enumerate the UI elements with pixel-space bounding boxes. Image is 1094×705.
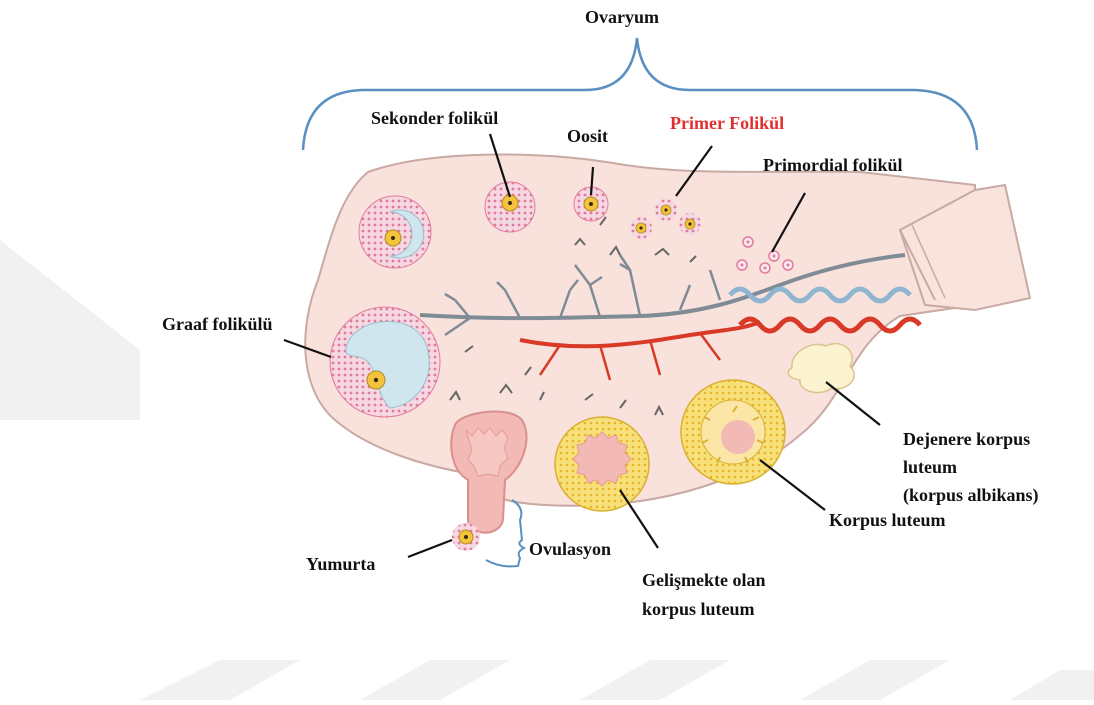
secondary-follicle: [485, 182, 535, 232]
label-ovulasyon: Ovulasyon: [529, 538, 611, 561]
graaf-follicle: [330, 307, 440, 417]
label-gelismekte-line1: Gelişmekte olan: [642, 569, 766, 592]
label-primer-folikul: Primer Folikül: [670, 112, 784, 135]
label-dejenere-line2: luteum: [903, 456, 957, 479]
label-ovaryum: Ovaryum: [585, 6, 659, 29]
label-primordial-folikul: Primordial folikül: [763, 154, 903, 177]
early-graaf-follicle: [359, 196, 431, 268]
label-korpus-luteum: Korpus luteum: [829, 509, 946, 532]
label-gelismekte-line2: korpus luteum: [642, 598, 755, 621]
label-dejenere-line1: Dejenere korpus: [903, 428, 1030, 451]
ovaryum-bracket: [303, 38, 977, 150]
label-yumurta: Yumurta: [306, 553, 375, 576]
developing-corpus-luteum: [555, 417, 649, 511]
label-graaf-folikulu: Graaf folikülü: [162, 313, 273, 336]
label-sekonder-folikul: Sekonder folikül: [371, 107, 498, 130]
label-dejenere-line3: (korpus albikans): [903, 484, 1039, 507]
label-oosit: Oosit: [567, 125, 608, 148]
